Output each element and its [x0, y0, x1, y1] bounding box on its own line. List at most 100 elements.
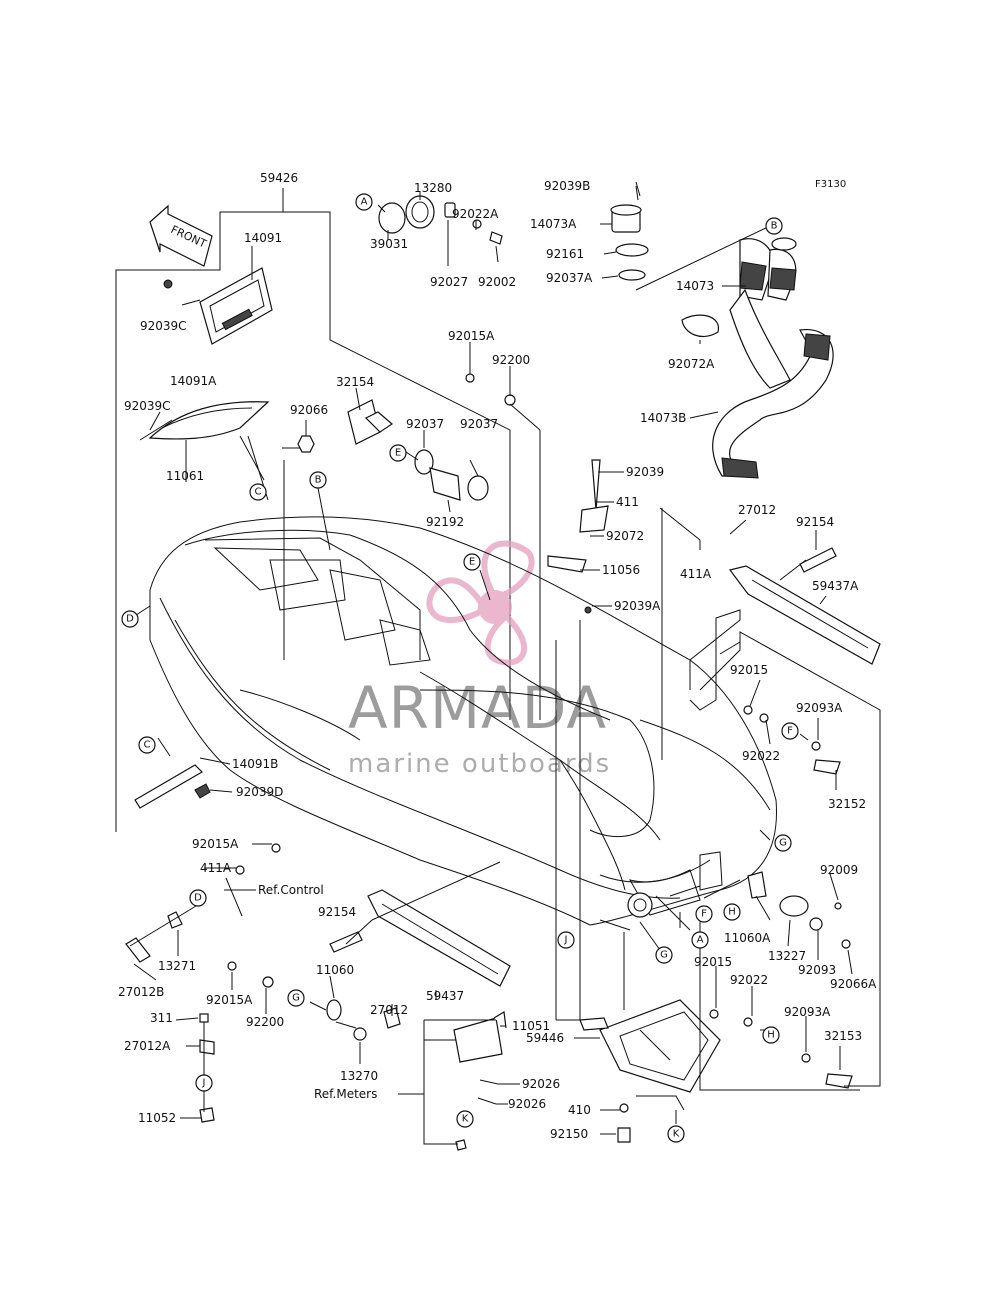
label-13270: 13270 [340, 1069, 378, 1083]
svg-text:F: F [701, 909, 707, 920]
callout-J-left: J [195, 1074, 213, 1092]
label-14091: 14091 [244, 231, 282, 245]
callout-G-bottom: G [287, 989, 305, 1007]
part-11051-bracket [453, 1011, 609, 1151]
label-14073: 14073 [676, 279, 714, 293]
callout-D-hull: D [121, 610, 139, 628]
part-14091A-grille [139, 401, 270, 441]
svg-text:E: E [469, 557, 475, 568]
label-92039D: 92039D [236, 785, 283, 799]
part-14091-cover [163, 267, 273, 345]
callout-K-left: K [456, 1110, 474, 1128]
part-59446-plate [599, 999, 721, 1143]
label-14091A: 14091A [170, 374, 217, 388]
callout-G-right: G [774, 834, 792, 852]
label-11061: 11061 [166, 469, 204, 483]
label-32154: 32154 [336, 375, 374, 389]
callout-H-hull: H [723, 903, 741, 921]
svg-text:D: D [194, 893, 202, 904]
svg-text:K: K [673, 1129, 680, 1140]
callout-H-bottom: H [762, 1026, 780, 1044]
label-92026-2: 92026 [508, 1097, 546, 1111]
label-92200-b: 92200 [246, 1015, 284, 1029]
label-14091B: 14091B [232, 757, 278, 771]
label-ref-control: Ref.Control [258, 883, 324, 897]
label-11060A: 11060A [724, 931, 771, 945]
label-ref-meters: Ref.Meters [314, 1087, 377, 1101]
label-92066A: 92066A [830, 977, 877, 991]
svg-text:K: K [462, 1114, 469, 1125]
callout-K-right: K [667, 1125, 685, 1143]
label-92039B: 92039B [544, 179, 590, 193]
callout-E-hull: E [463, 553, 481, 571]
label-92039C: 92039C [140, 319, 187, 333]
label-92039A: 92039A [614, 599, 661, 613]
svg-text:G: G [660, 950, 668, 961]
svg-text:E: E [395, 448, 401, 459]
svg-text:J: J [202, 1078, 206, 1089]
label-32153: 32153 [824, 1029, 862, 1043]
label-92066: 92066 [290, 403, 328, 417]
svg-text:H: H [767, 1030, 775, 1041]
label-92022A: 92022A [452, 207, 499, 221]
svg-text:B: B [771, 221, 778, 232]
label-59437A: 59437A [812, 579, 859, 593]
label-27012-r: 27012 [738, 503, 776, 517]
propeller-logo-icon [426, 540, 535, 666]
svg-text:A: A [697, 935, 704, 946]
svg-text:G: G [779, 838, 787, 849]
svg-text:C: C [255, 487, 262, 498]
label-92022-b: 92022 [730, 973, 768, 987]
callout-F-right: F [781, 722, 799, 740]
label-92150: 92150 [550, 1127, 588, 1141]
part-14091B-strip [134, 764, 211, 809]
part-left-fittings [125, 843, 401, 1123]
label-92015A-b: 92015A [206, 993, 253, 1007]
svg-text:C: C [144, 740, 151, 751]
label-92002: 92002 [478, 275, 516, 289]
leader-lines [115, 185, 881, 1145]
label-27012B: 27012B [118, 985, 164, 999]
label-92009: 92009 [820, 863, 858, 877]
label-92015A-l: 92015A [192, 837, 239, 851]
label-92015A-top: 92015A [448, 329, 495, 343]
callout-B-hull: B [309, 471, 327, 489]
callout-A-hull: A [691, 931, 709, 949]
label-92026-1: 92026 [522, 1077, 560, 1091]
label-92093: 92093 [798, 963, 836, 977]
label-92037A: 92037A [546, 271, 593, 285]
callout-D-left: D [189, 889, 207, 907]
svg-text:F: F [787, 726, 793, 737]
label-13271: 13271 [158, 959, 196, 973]
label-11056: 11056 [602, 563, 640, 577]
label-411A-r: 411A [680, 567, 712, 581]
front-arrow-icon: FRONT [149, 204, 213, 267]
watermark-brand: ARMADA [348, 674, 607, 742]
label-14073A: 14073A [530, 217, 577, 231]
svg-text:D: D [126, 614, 134, 625]
callout-B-top: B [765, 217, 783, 235]
label-13280: 13280 [414, 181, 452, 195]
label-11051: 11051 [512, 1019, 550, 1033]
callout-J-hull: J [557, 931, 575, 949]
label-59446: 59446 [526, 1031, 564, 1045]
label-92154-b: 92154 [318, 905, 356, 919]
label-92015-r: 92015 [730, 663, 768, 677]
label-39031: 39031 [370, 237, 408, 251]
label-411: 411 [616, 495, 639, 509]
label-27012A: 27012A [124, 1039, 171, 1053]
svg-text:H: H [728, 907, 736, 918]
svg-text:J: J [564, 935, 568, 946]
svg-text:G: G [292, 993, 300, 1004]
part-32154-fitting [347, 399, 489, 501]
label-11060: 11060 [316, 963, 354, 977]
callout-F-hull: F [695, 905, 713, 923]
part-13280-group [378, 195, 503, 245]
label-59426: 59426 [260, 171, 298, 185]
label-14073B: 14073B [640, 411, 686, 425]
callout-C-left: C [138, 736, 156, 754]
label-92039C-2: 92039C [124, 399, 171, 413]
part-labels: 59426 14091 92039C 14091A 92039C 11061 9… [118, 171, 877, 1141]
callout-C-top: C [249, 483, 267, 501]
